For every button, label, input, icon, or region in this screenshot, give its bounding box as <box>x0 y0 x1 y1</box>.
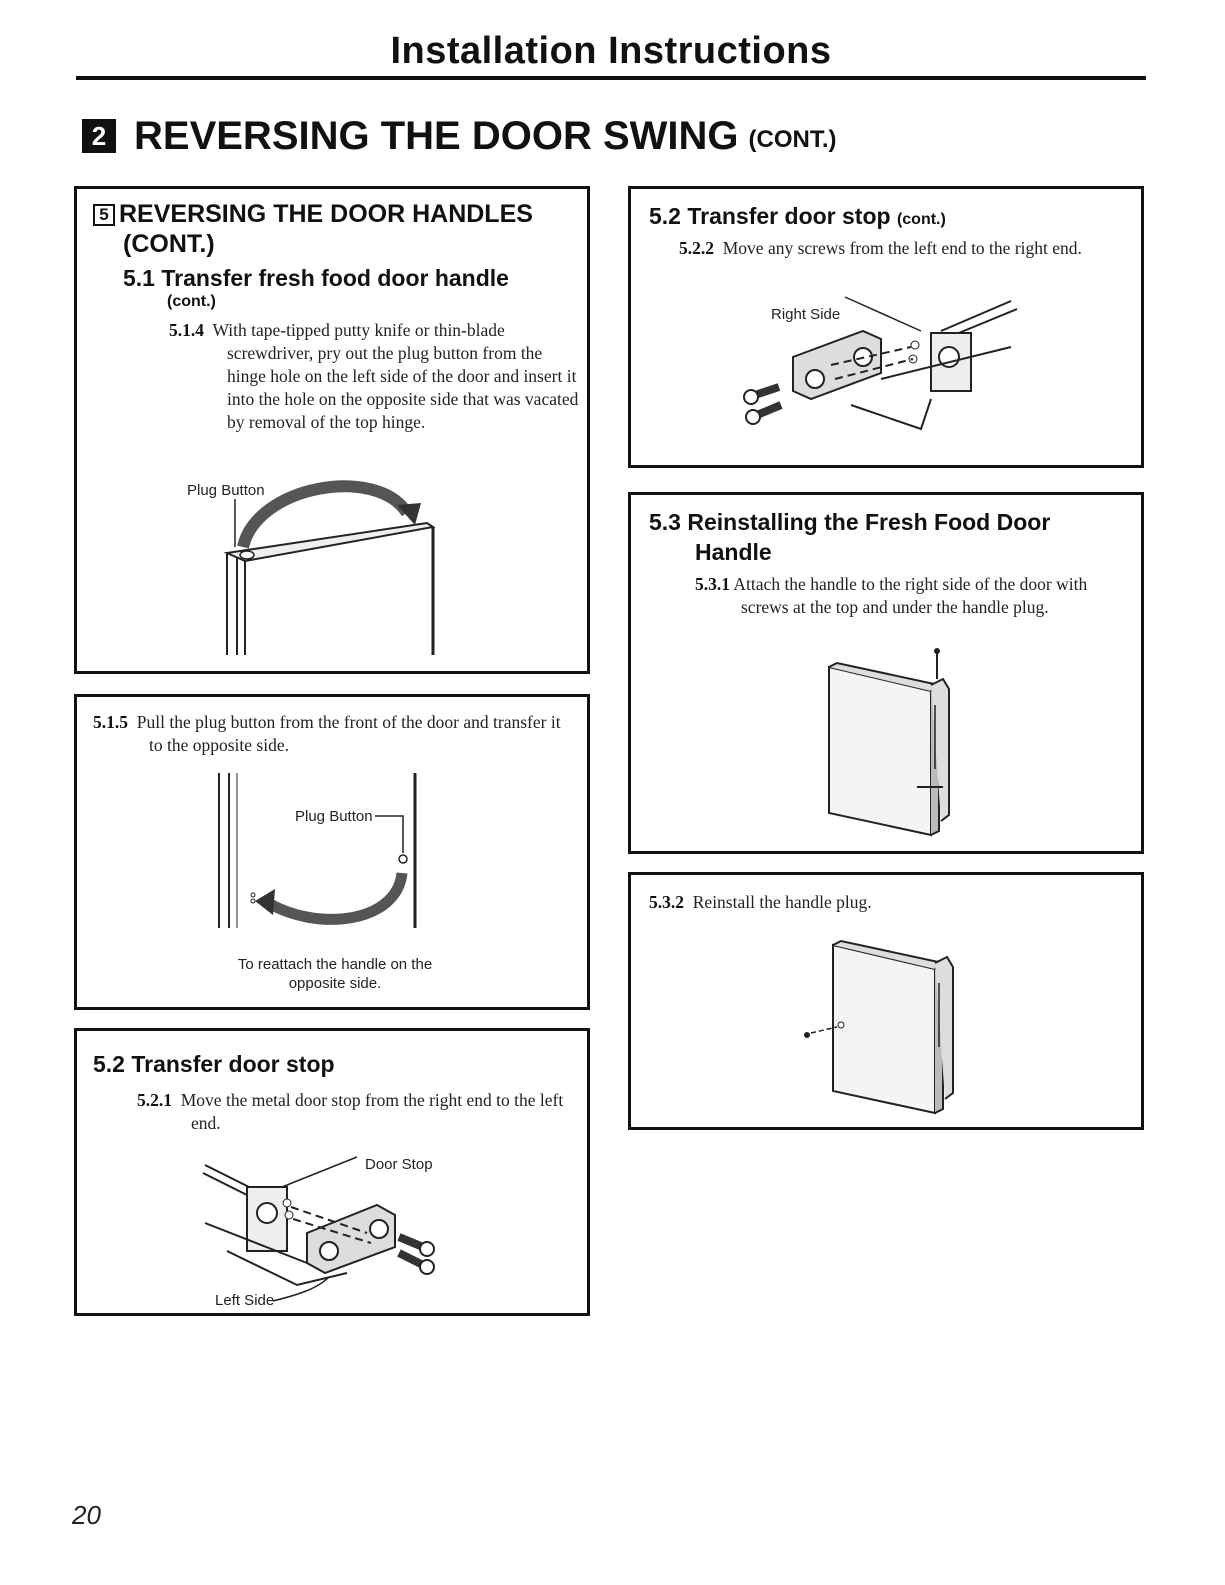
section-title: 2 REVERSING THE DOOR SWING (CONT.) <box>82 112 1082 160</box>
box3-step: 5.2.1 Move the metal door stop from the … <box>137 1089 567 1135</box>
section-heading-cont: (CONT.) <box>748 126 837 153</box>
box4-title-text: 5.2 Transfer door stop <box>649 203 891 229</box>
box1-fig-label: Plug Button <box>187 482 265 499</box>
box4-step-number: 5.2.2 <box>679 238 714 258</box>
box2-step: 5.1.5 Pull the plug button from the fron… <box>93 711 573 757</box>
box4-fig-label: Right Side <box>771 306 840 323</box>
box2-caption-line2: opposite side. <box>288 975 382 992</box>
box-plug-button-transfer: 5.1.5 Pull the plug button from the fron… <box>74 694 590 1010</box>
box3-title: 5.2 Transfer door stop <box>93 1051 335 1077</box>
box1-title-cont: (CONT.) <box>123 230 215 258</box>
page-header: Installation Instructions <box>76 30 1146 80</box>
box1-title-text: REVERSING THE DOOR HANDLES <box>119 200 533 228</box>
box1-step-text: With tape-tipped putty knife or thin-bla… <box>212 320 579 432</box>
box2-step-number: 5.1.5 <box>93 712 128 732</box>
box2-caption-line1: To reattach the handle on the <box>237 956 433 973</box>
box4-title-cont: (cont.) <box>896 211 946 228</box>
box5-step-number: 5.3.1 <box>695 574 730 594</box>
box1-step: 5.1.4 With tape-tipped putty knife or th… <box>169 319 579 434</box>
subsection-badge: 5 <box>93 204 115 227</box>
box5-step-text: Attach the handle to the right side of t… <box>733 574 1088 617</box>
box2-fig-label: Plug Button <box>295 808 373 825</box>
box3-step-text: Move the metal door stop from the right … <box>180 1090 564 1133</box>
box-reinstall-plug: 5.3.2 Reinstall the handle plug. <box>628 872 1144 1130</box>
box-transfer-door-stop: 5.2 Transfer door stop 5.2.1 Move the me… <box>74 1028 590 1316</box>
box6-step-text: Reinstall the handle plug. <box>692 892 872 912</box>
section-badge: 2 <box>82 119 116 153</box>
box5-title-line2: Handle <box>695 539 772 565</box>
box6-step: 5.3.2 Reinstall the handle plug. <box>649 891 1129 914</box>
box4-step-text: Move any screws from the left end to the… <box>722 238 1082 258</box>
page-number: 20 <box>72 1500 101 1530</box>
box4-title: 5.2 Transfer door stop (cont.) <box>649 203 946 231</box>
box2-caption: To reattach the handle on the opposite s… <box>77 955 593 993</box>
box-reinstall-handle: 5.3 Reinstalling the Fresh Food Door Han… <box>628 492 1144 854</box>
handle-attach-illustration <box>828 648 950 837</box>
plug-button-door-illustration: Plug Button <box>187 480 436 655</box>
box-transfer-door-stop-cont: 5.2 Transfer door stop (cont.) 5.2.2 Mov… <box>628 186 1144 468</box>
box1-subtitle-cont: (cont.) <box>167 292 216 310</box>
door-stop-right-illustration: Right Side <box>743 296 1018 431</box>
box5-step: 5.3.1 Attach the handle to the right sid… <box>695 573 1115 619</box>
page-title: Installation Instructions <box>390 30 832 72</box>
section-heading: REVERSING THE DOOR SWING <box>134 113 739 158</box>
box2-step-text: Pull the plug button from the front of t… <box>136 712 561 755</box>
box3-fig-label-top: Door Stop <box>365 1156 433 1173</box>
box3-step-number: 5.2.1 <box>137 1090 172 1110</box>
plug-button-front-illustration: Plug Button <box>218 773 417 928</box>
handle-plug-illustration <box>804 939 954 1115</box>
box4-step: 5.2.2 Move any screws from the left end … <box>679 237 1109 260</box>
door-stop-left-illustration: Door Stop Left Side <box>202 1156 435 1309</box>
box5-title: 5.3 Reinstalling the Fresh Food Door <box>649 509 1051 535</box>
box3-fig-label-bottom: Left Side <box>215 1292 274 1309</box>
box1-step-number: 5.1.4 <box>169 320 204 340</box>
box1-subtitle: 5.1 Transfer fresh food door handle <box>123 265 509 291</box>
box6-step-number: 5.3.2 <box>649 892 684 912</box>
